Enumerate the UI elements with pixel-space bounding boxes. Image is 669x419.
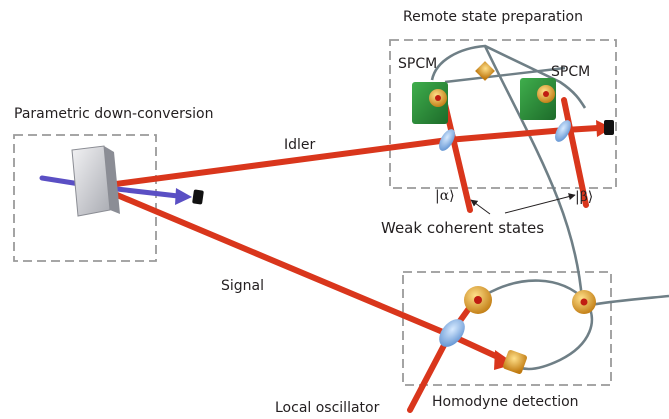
homodyne-detection-label: Homodyne detection — [432, 394, 579, 410]
coincidence-logic — [475, 61, 495, 81]
homodyne-detector-top — [464, 286, 492, 314]
pointer-to-beta — [504, 193, 576, 214]
alpha-beam — [441, 97, 473, 213]
remote-state-preparation-label: Remote state preparation — [403, 9, 583, 25]
beam-dump-idler — [604, 120, 614, 135]
spcm-right-label: SPCM — [551, 64, 591, 80]
remote-state-box — [389, 39, 617, 189]
spcm-left-label: SPCM — [398, 56, 438, 72]
spcm-detector-right — [520, 78, 556, 120]
parametric-down-conversion-label: Parametric down-conversion — [14, 106, 214, 122]
homodyne-box — [402, 271, 612, 386]
signal-beam — [107, 189, 453, 338]
idler-beam-2 — [445, 127, 568, 143]
nonlinear-crystal — [71, 145, 120, 217]
weak-coherent-states-label: Weak coherent states — [381, 219, 545, 237]
fiber-rsp-link — [444, 66, 566, 84]
pointer-to-alpha — [470, 199, 491, 215]
homodyne-mixer — [572, 290, 596, 314]
fiber-output — [589, 294, 669, 307]
beam-splitter-alpha — [439, 129, 455, 151]
idler-beam — [105, 137, 451, 188]
beta-beam — [561, 97, 589, 208]
pdc-box — [13, 134, 157, 262]
ket-beta-label: |β⟩ — [575, 189, 594, 205]
ket-alpha-label: |α⟩ — [435, 188, 455, 204]
fiber-long-diagonal — [483, 45, 584, 301]
idler-label: Idler — [284, 137, 316, 153]
fiber-homodyne-loop — [484, 279, 594, 371]
beam-splitter-homodyne — [439, 319, 465, 347]
beam-dump-pump — [192, 189, 204, 205]
homodyne-detector-bottom — [503, 350, 527, 374]
pump-arrowhead — [175, 188, 192, 205]
spcm-detector-left — [412, 82, 448, 124]
beam-splitter-beta — [555, 120, 571, 142]
signal-label: Signal — [221, 278, 265, 294]
local-oscillator-label: Local oscillator — [275, 400, 380, 416]
pump-beam-out — [105, 185, 181, 199]
